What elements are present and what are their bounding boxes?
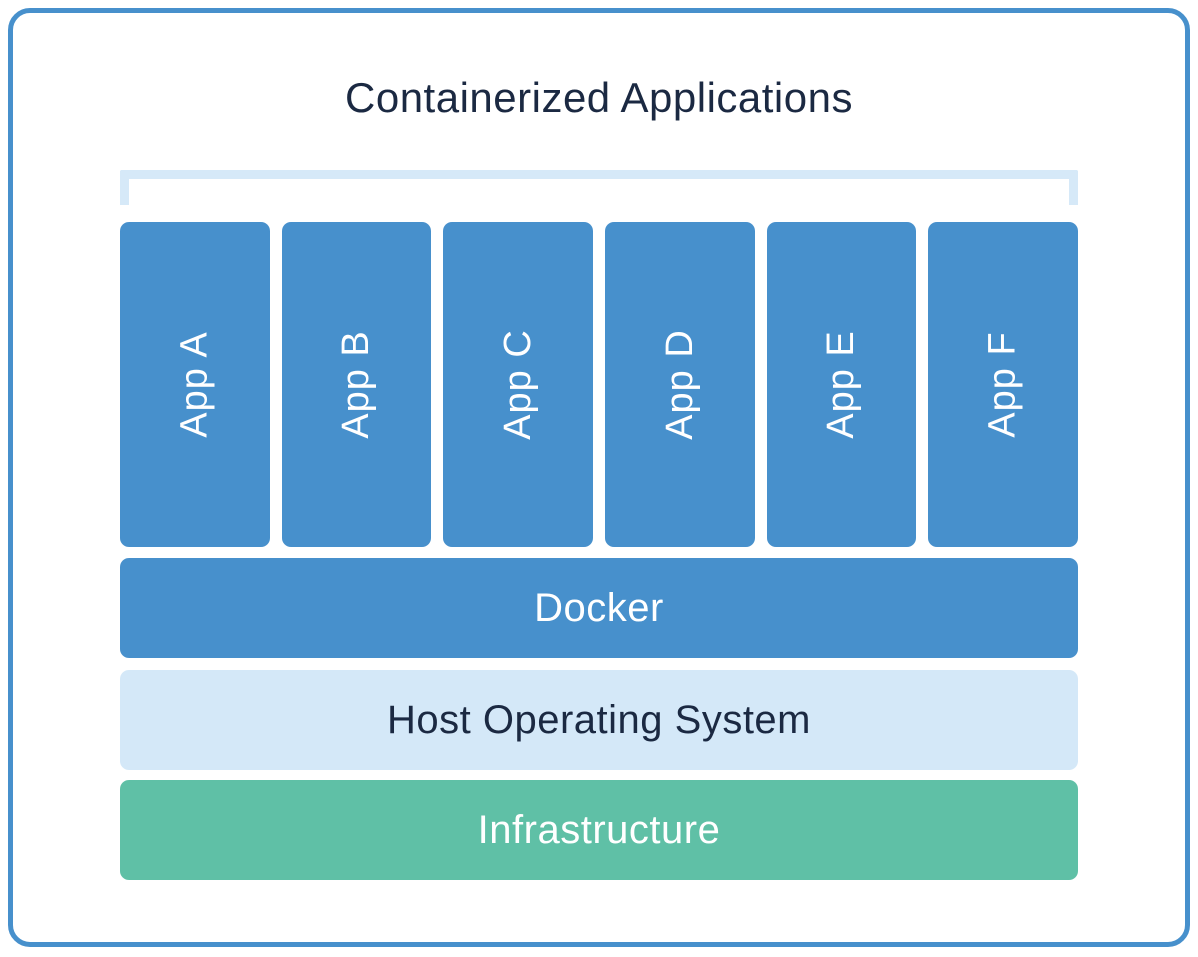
apps-group-bracket	[120, 170, 1078, 205]
app-bar-b: App B	[281, 222, 432, 547]
app-bar-e: App E	[766, 222, 917, 547]
app-b-label: App B	[335, 330, 377, 439]
app-bar-d: App D	[605, 222, 755, 547]
diagram-title: Containerized Applications	[345, 74, 853, 121]
app-e-label: App E	[820, 330, 863, 439]
app-f-label: App F	[981, 331, 1024, 438]
app-bar-f: App F	[928, 222, 1079, 547]
app-bar-a: App A	[120, 222, 270, 547]
app-a-label: App A	[173, 331, 216, 438]
app-c-label: App C	[496, 329, 539, 440]
app-d-label: App D	[658, 329, 701, 440]
layer-docker: Docker	[120, 558, 1078, 658]
layer-infrastructure: Infrastructure	[120, 780, 1078, 880]
app-bar-c: App C	[443, 222, 594, 547]
layer-host-operating-system: Host Operating System	[120, 670, 1078, 770]
apps-row: App A App B App C App D App E App F	[120, 222, 1079, 547]
